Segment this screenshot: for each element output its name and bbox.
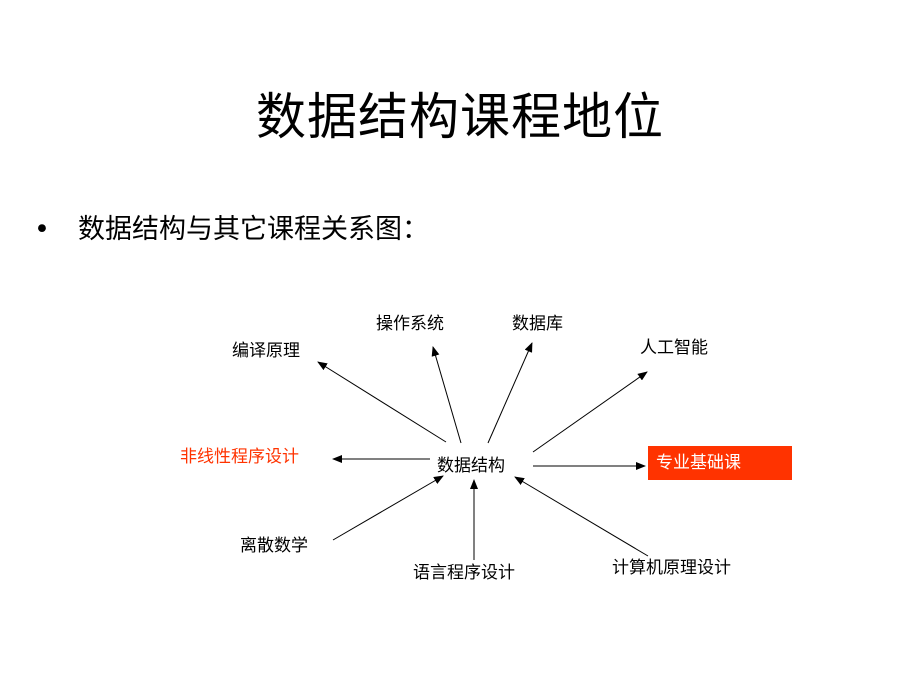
- arrow-to-database: [487, 342, 533, 444]
- arrow-to-compiler: [317, 361, 447, 443]
- bullet-text: 数据结构与其它课程关系图：: [78, 214, 429, 245]
- slide-title: 数据结构课程地位: [256, 87, 664, 146]
- node-discrete: 离散数学: [240, 536, 308, 556]
- arrow-to-os: [431, 346, 462, 444]
- node-architecture: 计算机原理设计: [612, 558, 731, 578]
- arrow-from-architecture: [514, 476, 649, 557]
- arrow-from-discrete: [332, 475, 444, 541]
- node-os: 操作系统: [376, 314, 444, 334]
- node-ai: 人工智能: [640, 338, 708, 358]
- node-core: 专业基础课: [648, 446, 792, 480]
- bullet-item: • 数据结构与其它课程关系图：: [34, 210, 429, 250]
- node-compiler: 编译原理: [232, 341, 300, 361]
- node-database: 数据库: [512, 314, 563, 334]
- bullet-marker: •: [34, 214, 50, 245]
- arrow-to-ai: [532, 371, 648, 453]
- node-center: 数据结构: [437, 456, 505, 476]
- node-nonlinear: 非线性程序设计: [180, 447, 299, 467]
- node-language: 语言程序设计: [413, 563, 515, 583]
